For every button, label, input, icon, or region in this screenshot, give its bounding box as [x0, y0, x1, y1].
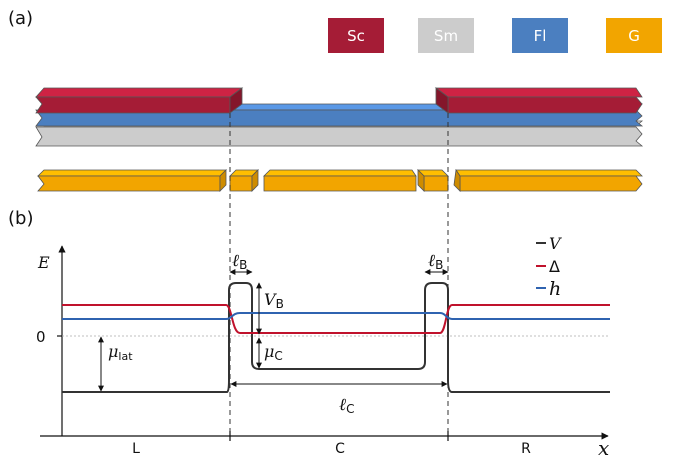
- legend-fl-label: Fl: [534, 27, 547, 45]
- sc-left-side: [229, 87, 243, 114]
- legend-g-swatch: [606, 18, 662, 53]
- region-c-label: C: [335, 441, 345, 457]
- region-l-label: L: [132, 441, 140, 457]
- pairing-delta-curve: [62, 304, 610, 334]
- legend-v-label: V: [549, 234, 562, 253]
- mu-lat-label: μlat: [108, 342, 133, 363]
- gates: [37, 168, 643, 192]
- curve-legend: V Δ h: [536, 234, 562, 300]
- panel-a-label: (a): [8, 8, 33, 29]
- ell-b-left-label: ℓB: [232, 251, 247, 272]
- legend-sm-label: Sm: [434, 27, 458, 45]
- material-legend: Sc Sm Fl G: [328, 18, 662, 53]
- sm-layer: [35, 126, 644, 147]
- potential-v-curve: [62, 282, 610, 393]
- legend-g-label: G: [628, 27, 640, 45]
- ell-c-label: ℓC: [339, 395, 354, 416]
- sc-left-top: [35, 87, 244, 98]
- sc-left: [35, 96, 231, 114]
- boundary-lines: [229, 113, 449, 440]
- dimension-arrows: [98, 269, 449, 392]
- device-stack: [35, 87, 644, 192]
- axes: [40, 245, 609, 441]
- mu-c-label: μC: [264, 342, 283, 363]
- zero-tick-label: 0: [36, 328, 46, 346]
- exchange-h-curve: [62, 312, 610, 320]
- ell-b-right-label: ℓB: [428, 251, 443, 272]
- v-b-label: VB: [264, 290, 284, 311]
- region-r-label: R: [521, 441, 531, 457]
- x-axis-label: x: [598, 436, 609, 459]
- sc-right-top: [434, 87, 643, 98]
- legend-delta-label: Δ: [549, 257, 560, 276]
- y-axis-label: E: [37, 253, 50, 272]
- legend-sc-swatch: [328, 18, 384, 53]
- sc-right: [447, 96, 643, 114]
- legend-sc-label: Sc: [347, 27, 365, 45]
- legend-sm-swatch: [418, 18, 474, 53]
- legend-h-label: h: [549, 278, 561, 300]
- panel-b-label: (b): [8, 208, 33, 229]
- legend-fl-swatch: [512, 18, 568, 53]
